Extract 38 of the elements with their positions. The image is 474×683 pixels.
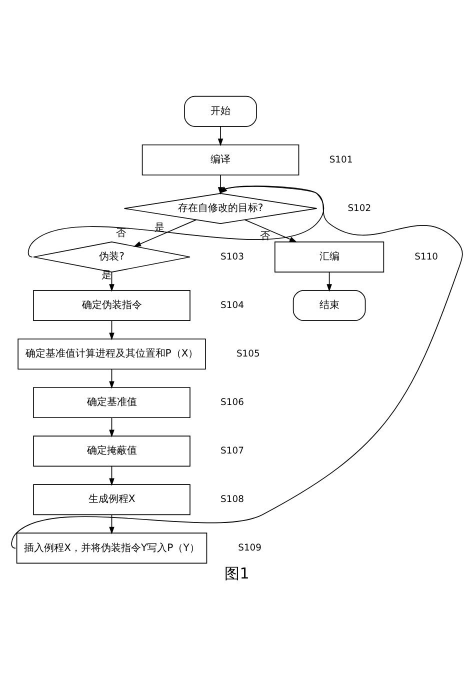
node-label: S104 bbox=[220, 300, 244, 311]
arrow bbox=[28, 186, 324, 258]
arrow bbox=[109, 514, 114, 534]
arrow bbox=[218, 174, 224, 195]
edge-label: 否 bbox=[116, 228, 126, 240]
node-label: S109 bbox=[238, 542, 262, 554]
node-box: 确定基准值计算进程及其位置和P（X） bbox=[18, 338, 206, 370]
node-label: S110 bbox=[414, 251, 438, 262]
node-label: S106 bbox=[220, 396, 244, 408]
node-label: S101 bbox=[329, 154, 353, 166]
caption: 图1 bbox=[224, 564, 250, 583]
node-box: 确定基准值 bbox=[33, 387, 190, 418]
node-box: 生成例程X bbox=[33, 484, 190, 516]
node-label: S103 bbox=[220, 251, 244, 262]
node-label: S102 bbox=[348, 202, 372, 214]
node-box: 编译 bbox=[142, 144, 300, 176]
node-diamond: 存在自修改的目标? bbox=[124, 192, 318, 224]
node-label: S107 bbox=[220, 445, 244, 456]
arrow bbox=[109, 272, 114, 292]
node-box: 确定掩蔽值 bbox=[33, 436, 190, 467]
arrow bbox=[109, 466, 114, 486]
arrow bbox=[326, 272, 332, 292]
arrow bbox=[109, 368, 114, 389]
node-box: 确定伪装指令 bbox=[33, 290, 190, 321]
edge-label: 是 bbox=[154, 222, 165, 234]
arrow bbox=[133, 219, 197, 247]
arrow bbox=[109, 417, 114, 438]
arrow bbox=[218, 126, 224, 146]
arrow bbox=[244, 219, 298, 242]
node-box: 结束 bbox=[292, 290, 366, 321]
arrow bbox=[11, 186, 463, 549]
node-box: 汇编 bbox=[274, 242, 384, 272]
node-box: 插入例程X，并将伪装指令Y写入P（Y） bbox=[16, 532, 208, 564]
node-label: S105 bbox=[236, 348, 260, 360]
node-label: S108 bbox=[220, 494, 244, 505]
edge-label: 是 bbox=[101, 270, 112, 282]
node-box: 开始 bbox=[184, 96, 257, 127]
arrow bbox=[109, 320, 114, 340]
